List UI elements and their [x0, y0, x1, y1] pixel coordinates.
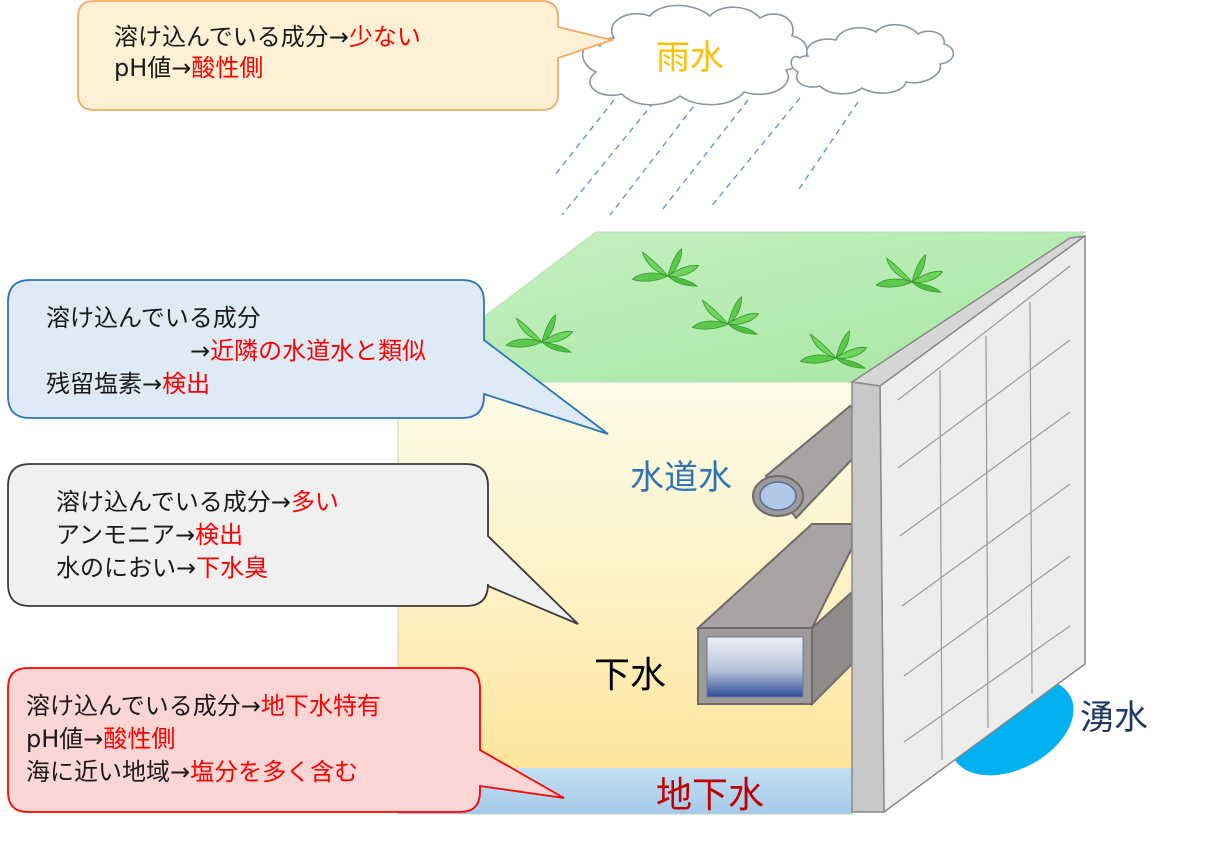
rain-bubble-text: 溶け込んでいる成分→少ない pH値→酸性側: [114, 22, 421, 84]
tap-line-2: →近隣の水道水と類似: [190, 337, 427, 365]
tap-water-label: 水道水: [630, 458, 732, 498]
spring-water-label: 湧水: [1080, 698, 1148, 738]
sewer-line-3: 水のにおい→下水臭: [56, 554, 269, 582]
sewer-bubble-text: 溶け込んでいる成分→多い アンモニア→検出 水のにおい→下水臭: [56, 486, 339, 585]
retaining-wall: [849, 234, 1086, 814]
tap-bubble-shape: [7, 279, 609, 435]
sewer-line-2: アンモニア→検出: [56, 521, 244, 549]
rain-bubble-shape: [77, 0, 616, 111]
grass-top-surface: [396, 231, 1087, 383]
tap-bubble-text: 溶け込んでいる成分 →近隣の水道水と類似 残留塩素→検出: [46, 302, 426, 401]
tap-line-1: 溶け込んでいる成分: [46, 304, 261, 332]
tap-line-3: 残留塩素→検出: [46, 370, 211, 398]
sewer-line-1: 溶け込んでいる成分→多い: [56, 488, 339, 516]
ground-line-3: 海に近い地域→塩分を多く含む: [26, 758, 359, 786]
rain-cloud-icon: [581, 4, 955, 106]
groundwater-label: 地下水: [656, 775, 765, 816]
groundwater-bubble-text: 溶け込んでいる成分→地下水特有 pH値→酸性側 海に近い地域→塩分を多く含む: [26, 690, 381, 789]
sewer-duct-icon: [695, 523, 853, 707]
rain-streaks: [554, 97, 859, 216]
rain-line-1: 溶け込んでいる成分→少ない: [114, 23, 421, 51]
rain-label: 雨水: [656, 38, 724, 78]
sewer-label: 下水: [594, 655, 667, 696]
sewer-bubble-shape: [7, 463, 579, 625]
ground-line-2: pH値→酸性側: [26, 725, 176, 753]
ground-bubble-shape: [7, 667, 565, 813]
ground-line-1: 溶け込んでいる成分→地下水特有: [26, 692, 381, 720]
rain-line-2: pH値→酸性側: [114, 54, 264, 82]
